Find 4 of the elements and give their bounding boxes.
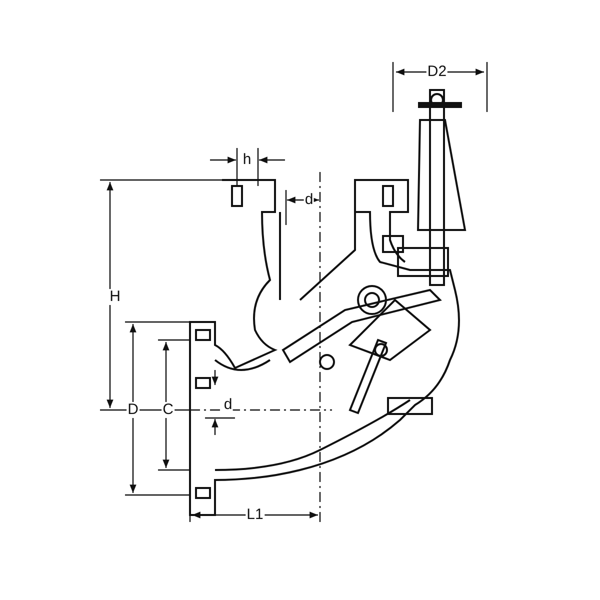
dimension-label: d	[222, 397, 234, 413]
dimension-label: D	[126, 402, 140, 418]
dimension-label: H	[108, 289, 122, 305]
dimension-label: C	[162, 402, 174, 418]
